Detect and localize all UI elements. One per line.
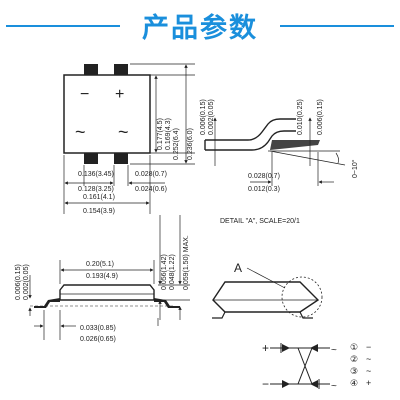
top-view-body [63, 74, 151, 154]
pin-legend [339, 339, 397, 397]
dim-angle: 0~10° [351, 159, 359, 178]
dim-overall-height-max: 0.252(6.4) [173, 128, 180, 160]
minus-symbol: − [80, 86, 89, 103]
header-divider-left [6, 25, 120, 27]
pin-2-func: ~ [366, 354, 371, 364]
iso-body [212, 281, 320, 313]
dim-body-width-min: 0.154(3.9) [83, 208, 115, 215]
pin-4-func: + [366, 378, 371, 388]
pin-top-right [114, 64, 128, 76]
pin-top-left [84, 64, 98, 76]
pin-bottom-right [114, 152, 128, 164]
ac-symbol-left: ~ [75, 122, 86, 142]
pin-3-num: ③ [350, 366, 358, 376]
schematic-minus-label: − [262, 377, 269, 391]
dim-total-height-max: 0.059(1.50) MAX. [183, 235, 190, 290]
schematic-ac-label-1: ~ [331, 345, 337, 356]
pin-1-num: ① [350, 342, 358, 352]
dim-body-height-max: 0.177(4.5) [157, 118, 164, 150]
ac-symbol-right: ~ [118, 122, 129, 142]
diode-3 [282, 380, 290, 388]
dim-body-height-min: 0.169(4.3) [165, 118, 172, 150]
header-divider-right [280, 25, 394, 27]
detail-a-callout-circle [281, 276, 323, 318]
pin-2-num: ② [350, 354, 358, 364]
dim-standoff-min: 0.002(0.05) [208, 99, 215, 135]
bridge-schematic: + − ~ ~ ① − ② ~ ③ ~ ④ + [262, 339, 397, 397]
header: 产品参数 [0, 0, 400, 48]
dim-foot-length-max: 0.028(0.7) [248, 173, 280, 180]
detail-a-view: 0~10° 0.006(0.15) 0.002(0.05) 0.010(0.25… [200, 99, 359, 225]
dim-lead-span-max: 0.033(0.85) [80, 325, 116, 332]
dim-body-thickness-max: 0.056(1.42) [161, 254, 168, 290]
dim-lead-span-min: 0.026(0.65) [80, 336, 116, 343]
lead-left [34, 298, 60, 308]
angle-arc [335, 152, 340, 164]
pin-3-func: ~ [366, 366, 371, 376]
dim-body-length-max: 0.20(5.1) [86, 261, 114, 268]
dim-pin-width-min: 0.024(0.6) [135, 186, 167, 193]
diode-1 [282, 344, 290, 352]
dim-pin-pitch-max: 0.136(3.45) [78, 171, 114, 178]
lead-right [154, 298, 180, 308]
top-view: − + ~ ~ 0.177(4.5) 0.169(4.3) 0.252(6.4)… [63, 63, 195, 215]
pin-4-num: ④ [350, 378, 358, 388]
diode-2 [310, 344, 318, 352]
dim-side-standoff-min: 0.002(0.05) [23, 264, 30, 300]
dim-lead-thickness-min: 0.006(0.15) [317, 99, 324, 135]
detail-a-label: A [234, 261, 242, 275]
dim-overall-height-min: 0.236(6.0) [187, 128, 194, 160]
schematic-plus-label: + [262, 341, 269, 355]
pin-bottom-left [84, 152, 98, 164]
dim-body-width-max: 0.161(4.1) [83, 194, 115, 201]
dim-body-length-min: 0.193(4.9) [86, 273, 118, 280]
dim-side-standoff-max: 0.006(0.15) [15, 264, 22, 300]
dim-pin-width-max: 0.028(0.7) [135, 171, 167, 178]
dim-body-thickness-min: 0.048(1.22) [169, 254, 176, 290]
side-view: 0.20(5.1) 0.193(4.9) 0.056(1.42) 0.048(1… [15, 215, 190, 343]
isometric-view: A [212, 261, 323, 319]
dim-lead-thickness-max: 0.010(0.25) [297, 99, 304, 135]
lead-foot [270, 140, 320, 150]
diode-4 [310, 380, 318, 388]
side-view-body [59, 284, 155, 301]
plus-symbol: + [115, 86, 124, 103]
page-title: 产品参数 [142, 13, 258, 44]
schematic-ac-label-2: ~ [331, 381, 337, 392]
detail-a-caption: DETAIL "A", SCALE=20/1 [220, 218, 300, 225]
pin-1-func: − [366, 342, 371, 352]
dim-foot-length-min: 0.012(0.3) [248, 186, 280, 193]
dim-pin-pitch-min: 0.128(3.25) [78, 186, 114, 193]
dim-standoff-max: 0.006(0.15) [200, 99, 207, 135]
